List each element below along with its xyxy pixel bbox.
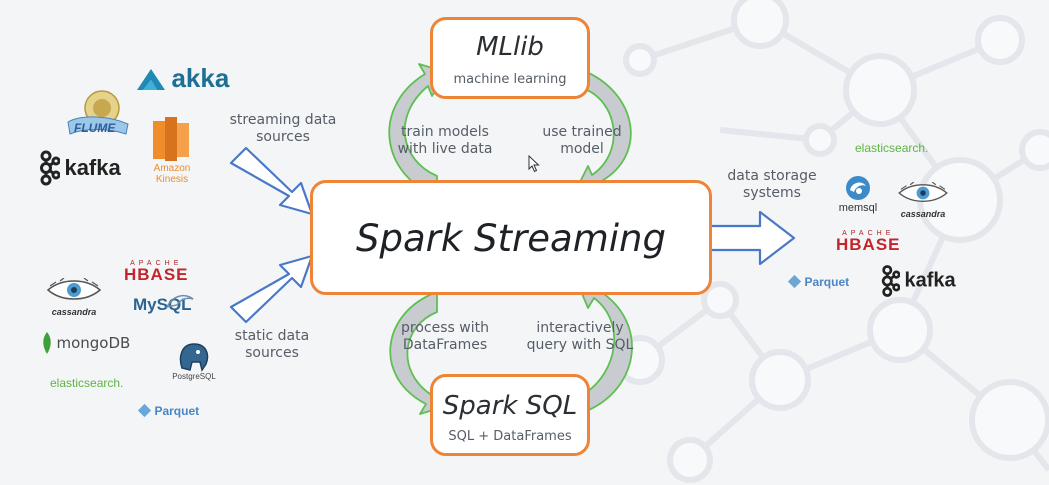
elasticsearch-logo-right: elasticsearch. xyxy=(855,141,929,155)
spark-sql-title: Spark SQL xyxy=(442,391,578,421)
train-models-label: train models with live data xyxy=(397,124,493,157)
streaming-input-arrow xyxy=(229,146,314,216)
interactive-query-label: interactively query with SQL xyxy=(526,320,634,353)
memsql-logo: memsql xyxy=(830,174,886,214)
amazon-kinesis-logo: Amazon Kinesis xyxy=(148,115,196,185)
postgresql-logo: PostgreSQL xyxy=(168,342,220,381)
kafka-icon-right xyxy=(881,265,901,297)
flume-logo: FLUME xyxy=(62,88,132,145)
cassandra-logo-left: cassandra xyxy=(46,277,102,317)
elasticsearch-logo-left: elasticsearch. xyxy=(50,376,124,390)
mllib-box: MLlib machine learning xyxy=(430,17,590,99)
flume-emblem-icon xyxy=(67,90,129,135)
streaming-sources-label: streaming data sources xyxy=(229,112,337,145)
mllib-subtitle: machine learning xyxy=(453,72,567,87)
storage-output-arrow xyxy=(696,210,796,266)
parquet-logo-right: Parquet xyxy=(787,273,849,291)
parquet-diamond-icon xyxy=(137,404,152,418)
kinesis-icon xyxy=(153,117,189,161)
spark-sql-subtitle: SQL + DataFrames xyxy=(448,429,572,444)
akka-mountain-icon xyxy=(137,68,165,90)
hbase-logo-right: APACHE HBASE xyxy=(836,230,901,254)
use-trained-model-label: use trained model xyxy=(542,124,622,157)
hbase-logo-left: APACHE HBASE xyxy=(124,260,189,284)
mongodb-logo: mongoDB xyxy=(42,332,130,354)
spark-streaming-title: Spark Streaming xyxy=(356,217,666,260)
spark-streaming-box: Spark Streaming xyxy=(310,180,712,295)
parquet-logo-left: Parquet xyxy=(137,402,199,420)
memsql-swirl-icon xyxy=(846,176,870,200)
mllib-title: MLlib xyxy=(476,32,544,62)
mouse-cursor-icon xyxy=(528,155,540,173)
storage-systems-label: data storage systems xyxy=(727,168,817,201)
mysql-logo: MySQL xyxy=(133,294,194,315)
kafka-logo-left: kafka xyxy=(38,150,121,186)
akka-logo: akka xyxy=(135,63,229,94)
postgresql-elephant-icon xyxy=(179,343,209,372)
kafka-icon xyxy=(40,150,61,186)
kafka-logo-right: kafka xyxy=(880,264,956,298)
cassandra-eye-icon xyxy=(46,277,102,300)
parquet-diamond-icon-right xyxy=(787,275,802,289)
cassandra-eye-icon-right xyxy=(898,181,948,202)
process-dataframes-label: process with DataFrames xyxy=(401,320,489,353)
mysql-dolphin-icon xyxy=(165,294,194,309)
spark-sql-box: Spark SQL SQL + DataFrames xyxy=(430,374,590,456)
mongodb-leaf-icon xyxy=(43,332,51,354)
static-sources-label: static data sources xyxy=(234,328,310,361)
static-input-arrow xyxy=(229,254,314,324)
cassandra-logo-right: cassandra xyxy=(897,181,949,219)
